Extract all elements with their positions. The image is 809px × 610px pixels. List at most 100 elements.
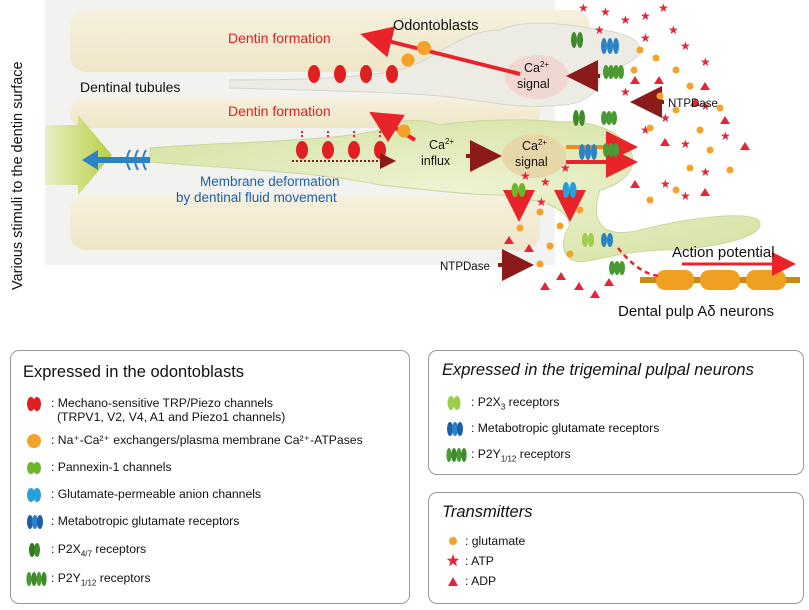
p2y-mid-2	[603, 143, 619, 157]
ntpdase-bottom-label: NTPDase	[440, 261, 490, 273]
dentin-band	[70, 195, 540, 250]
svg-text:★: ★	[720, 129, 731, 143]
action-potential-label: Action potential	[672, 244, 775, 261]
ntpdase-top-label: NTPDase	[668, 98, 718, 110]
legend-anion: : Glutamate-permeable anion channels	[25, 487, 405, 503]
legend-p2x3: : P2X3 receptors	[445, 395, 795, 411]
ca-influx: influx	[421, 154, 451, 168]
p2y-icon	[26, 572, 47, 586]
dentinal-tubules-label: Dentinal tubules	[80, 79, 180, 95]
adp-triangles	[504, 76, 750, 298]
legend-glutamate: : glutamate	[447, 534, 747, 550]
dentin-formation-arrow-2	[369, 111, 417, 143]
neuron-legend-title: Expressed in the trigeminal pulpal neuro…	[442, 361, 754, 379]
svg-text:★: ★	[700, 165, 711, 179]
legend-adp: : ADP	[447, 574, 747, 590]
mechano-channels-lower	[296, 141, 386, 159]
glutamate-dot-icon	[449, 537, 457, 545]
atp-star-icon	[447, 554, 460, 567]
glutamate-dots	[516, 46, 734, 268]
axon-segments	[656, 270, 786, 290]
mechano-channels-top	[308, 65, 398, 83]
membrane-deformation-label-2: by dentinal fluid movement	[176, 190, 337, 205]
svg-text:★: ★	[600, 5, 611, 19]
svg-text:★: ★	[560, 161, 571, 175]
svg-text:★: ★	[620, 13, 631, 27]
svg-text:★: ★	[660, 177, 671, 191]
svg-text:★: ★	[578, 1, 589, 15]
p2x47-icon	[29, 543, 40, 557]
pannexin-icon	[27, 462, 41, 474]
metabotropic-icon	[447, 422, 463, 436]
mechano-channel-icon	[27, 397, 41, 411]
side-label: Various stimuli to the dentin surface	[10, 61, 26, 290]
exchanger-icon	[27, 434, 41, 448]
metabotropic-icon	[27, 515, 43, 529]
neurons-label: Dental pulp Aδ neurons	[618, 303, 774, 320]
legend-mechano-text-2: (TRPV1, V2, V4, A1 and Piezo1 channels)	[57, 410, 286, 424]
ca-signal-mid-blob	[502, 134, 566, 178]
odontoblast-legend-title: Expressed in the odontoblasts	[23, 363, 245, 381]
pannexin-bottom	[511, 183, 526, 197]
exchanger	[401, 53, 415, 67]
svg-text:★: ★	[620, 85, 631, 99]
legend-exchangers-text: : Na⁺-Ca²⁺ exchangers/plasma membrane Ca…	[51, 433, 363, 447]
legend-pannexin: : Pannexin-1 channels	[25, 460, 405, 476]
svg-text:★: ★	[680, 137, 691, 151]
dentin-formation-label-2: Dentin formation	[228, 103, 331, 119]
p2y-top	[603, 65, 624, 79]
legend-anion-text: : Glutamate-permeable anion channels	[51, 487, 262, 501]
odontoblast-signaling-diagram: Various stimuli to the dentin surface	[10, 0, 800, 320]
svg-text:★: ★	[658, 1, 669, 15]
anion-channel-icon	[27, 488, 41, 502]
legend-metabotropic-text: : Metabotropic glutamate receptors	[51, 514, 240, 528]
ca-signal-mid: signal	[515, 155, 548, 169]
neuron-receptors	[582, 233, 625, 275]
legend-atp: : ATP	[447, 554, 747, 570]
svg-text:★: ★	[520, 169, 531, 183]
legend-p2x3-text: : P2X3 receptors	[471, 395, 560, 412]
svg-text:★: ★	[640, 31, 651, 45]
p2x47-top	[571, 32, 583, 48]
exchanger	[417, 41, 431, 55]
adp-triangle-icon	[448, 577, 458, 586]
legend-atp-text: : ATP	[465, 554, 494, 568]
svg-text:★: ★	[540, 175, 551, 189]
transmitter-legend-title: Transmitters	[442, 503, 533, 521]
p2y-mid	[601, 111, 617, 125]
svg-text:★: ★	[660, 111, 671, 125]
svg-text:★: ★	[594, 23, 605, 37]
membrane-deformation-label-1: Membrane deformation	[200, 174, 340, 189]
dentin-formation-label-1: Dentin formation	[228, 30, 331, 46]
legend-p2y-text: : P2Y1/12 receptors	[51, 571, 151, 588]
stimuli-chevron	[45, 115, 112, 195]
svg-text:★: ★	[680, 189, 691, 203]
metabotropic-top	[601, 38, 619, 54]
svg-text:★: ★	[640, 123, 651, 137]
legend-adp-text: : ADP	[465, 574, 497, 588]
legend-p2x47-text: : P2X4/7 receptors	[51, 542, 147, 559]
legend-glutamate-text: : glutamate	[465, 534, 526, 548]
ca-signal-upper-blob	[505, 55, 569, 99]
mechano-stretch-dots	[301, 129, 381, 137]
ca-signal-top: signal	[517, 77, 550, 91]
exchanger	[397, 124, 411, 138]
atp-stars: ★★★★★ ★★★★ ★★★★ ★★★★ ★★★★ ★★	[520, 1, 731, 209]
legend-mechano-text-1: : Mechano-sensitive TRP/Piezo channels	[51, 396, 273, 410]
svg-text:★: ★	[668, 23, 679, 37]
legend-exchangers: : Na⁺-Ca²⁺ exchangers/plasma membrane Ca…	[25, 433, 405, 449]
svg-text:★: ★	[640, 9, 651, 23]
p2x3-icon	[447, 396, 461, 410]
legend-neuron-p2y-text: : P2Y1/12 receptors	[471, 447, 571, 464]
svg-text:★: ★	[680, 39, 691, 53]
p2x47-mid	[573, 110, 585, 126]
svg-text:★: ★	[700, 99, 711, 113]
legend-p2y: : P2Y1/12 receptors	[25, 571, 405, 587]
legend-p2x47: : P2X4/7 receptors	[25, 542, 405, 558]
odontoblasts-label: Odontoblasts	[393, 18, 478, 34]
transmitter-legend: Transmitters : glutamate : ATP : ADP	[428, 492, 804, 604]
svg-text:★: ★	[700, 55, 711, 69]
legend-neuron-metabotropic-text: : Metabotropic glutamate receptors	[471, 421, 660, 435]
neuron-legend: Expressed in the trigeminal pulpal neuro…	[428, 350, 804, 475]
membrane-deformation-arrowhead	[82, 150, 98, 170]
